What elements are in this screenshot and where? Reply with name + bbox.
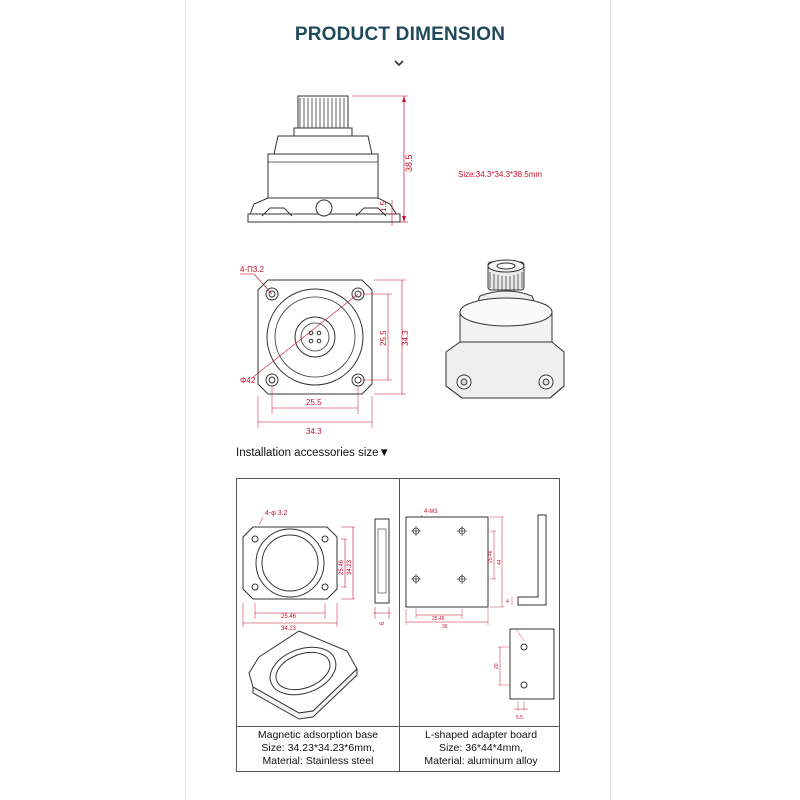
- magnetic-base-size: Size: 34.23*34.23*6mm,: [261, 742, 375, 754]
- magnetic-base-material: Material: Stainless steel: [262, 755, 374, 767]
- adapter-dim-55: 5.5: [516, 715, 523, 721]
- inner-height-label: 25.5: [379, 330, 388, 346]
- adapter-dim-44: 44: [497, 559, 503, 565]
- magnetic-base-drawing: 4-φ 3.2 25.46 34.23 25.46 34.23 6: [242, 510, 391, 720]
- inner-width-label: 25.5: [306, 398, 322, 407]
- mag-hole-label: 4-φ 3.2: [265, 510, 288, 517]
- outer-width-label: 34.3: [306, 427, 322, 436]
- adapter-board-material: Material: aluminum alloy: [424, 755, 538, 767]
- adapter-dim-36: 36: [442, 624, 448, 630]
- side-view-drawing: 38.5 1.5: [247, 95, 414, 226]
- adapter-board-title: L-shaped adapter board: [424, 729, 538, 741]
- table-divider-vertical: [399, 479, 400, 771]
- adapter-board-size: Size: 36*44*4mm,: [438, 742, 524, 754]
- accessories-heading: Installation accessories size▼: [236, 447, 390, 459]
- product-3d-view: [445, 259, 565, 399]
- adapter-hole-label: 4-M3: [424, 509, 438, 515]
- adapter-dim-2546-h: 25.46: [432, 616, 445, 622]
- mag-dim-3423-v: 34.23: [347, 559, 353, 575]
- adapter-board-drawing: 4-M3 25.46 44 25.46 36 4: [405, 509, 555, 721]
- mag-thickness-label: 6: [380, 621, 386, 625]
- adapter-dim-20: 20: [494, 663, 500, 669]
- size-note: Size:34.3*34.3*38.5mm: [458, 170, 543, 179]
- page-title: PRODUCT DIMENSION: [294, 24, 506, 45]
- mag-dim-2546-h: 25.46: [281, 614, 297, 620]
- magnetic-base-caption: Magnetic adsorption base Size: 34.23*34.…: [237, 729, 399, 768]
- chevron-down-icon[interactable]: [392, 56, 406, 70]
- magnetic-base-title: Magnetic adsorption base: [257, 729, 379, 741]
- outer-height-label: 34.3: [401, 330, 410, 346]
- circle-diameter-label: Φ42: [240, 376, 256, 385]
- height-label: 38.5: [404, 154, 414, 172]
- adapter-dim-2546-v: 25.46: [488, 550, 494, 563]
- accessories-table: 4-φ 3.2 25.46 34.23 25.46 34.23 6: [236, 478, 560, 772]
- mag-dim-2546-v: 25.46: [339, 559, 345, 575]
- table-divider-horizontal: [237, 726, 559, 727]
- plan-view-drawing: 4-Π3.2 Φ42 25.5 34.3 25.5 34.3: [240, 265, 410, 436]
- mag-dim-3423-h: 34.23: [281, 626, 297, 632]
- base-thickness-label: 1.5: [379, 200, 388, 212]
- adapter-board-caption: L-shaped adapter board Size: 36*44*4mm, …: [400, 729, 562, 768]
- adapter-dim-4: 4: [506, 599, 509, 605]
- hole-label: 4-Π3.2: [240, 265, 265, 274]
